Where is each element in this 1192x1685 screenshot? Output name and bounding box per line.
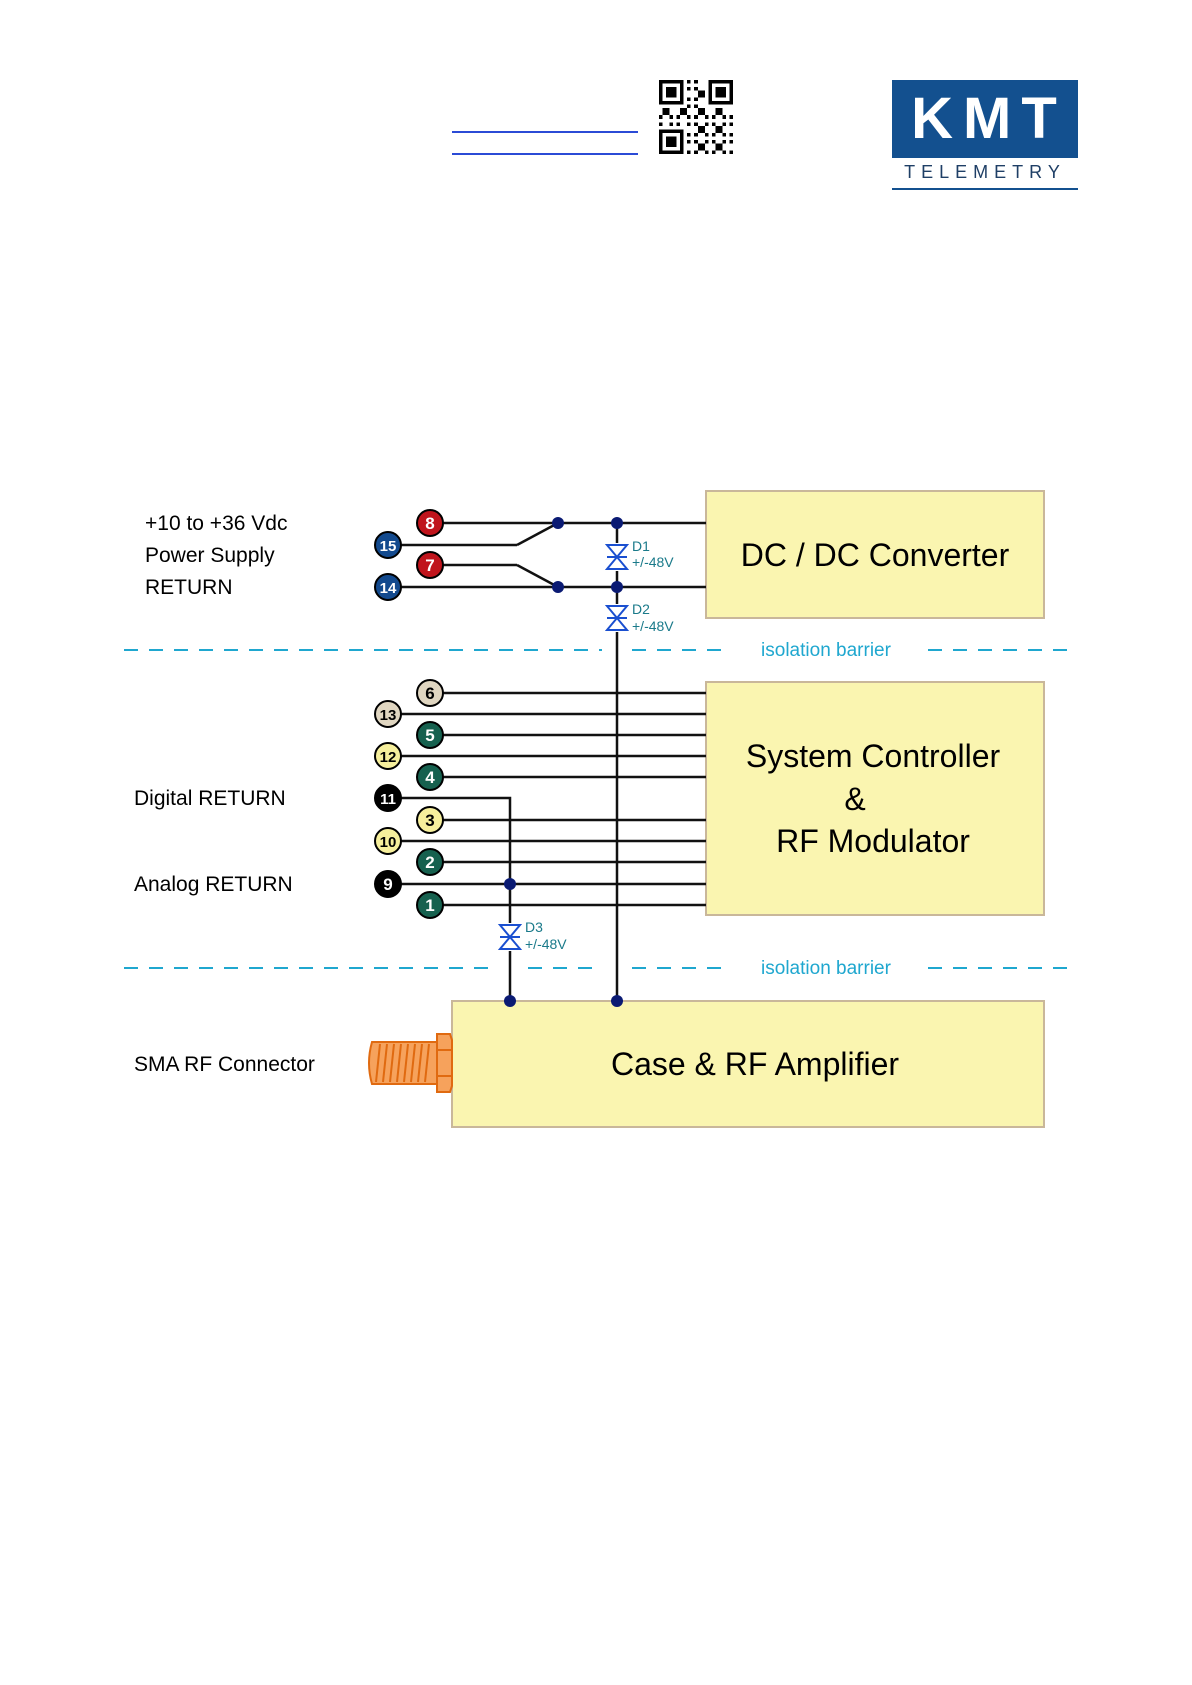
- pin-10: 10: [375, 828, 401, 854]
- diode-d3: D3 +/-48V: [498, 919, 567, 952]
- pin-14: 14: [375, 574, 401, 600]
- pin-8: 8: [417, 510, 443, 536]
- pin-number: 8: [425, 514, 434, 533]
- barrier-label-top: isolation barrier: [761, 640, 892, 661]
- pin-number: 15: [380, 538, 397, 555]
- d3-name: D3: [525, 919, 543, 935]
- pin-12: 12: [375, 743, 401, 769]
- supply-label-3: RETURN: [145, 576, 233, 599]
- pin-7: 7: [417, 552, 443, 578]
- d1-rating: +/-48V: [632, 554, 674, 570]
- supply-label-2: Power Supply: [145, 544, 275, 567]
- pin-9: 9: [375, 871, 401, 897]
- dcdc-label: DC / DC Converter: [741, 537, 1010, 573]
- power-wires: [388, 523, 706, 1001]
- d3-rating: +/-48V: [525, 936, 567, 952]
- supply-label-1: +10 to +36 Vdc: [145, 512, 287, 535]
- left-labels: +10 to +36 Vdc Power Supply RETURN Digit…: [134, 512, 315, 1076]
- pin-number: 11: [380, 791, 396, 808]
- sysctrl-block: [706, 682, 1044, 915]
- pin-number: 10: [380, 834, 397, 851]
- pin-number: 1: [425, 896, 434, 915]
- tvs-diode-icon: [498, 923, 522, 951]
- d1-name: D1: [632, 538, 650, 554]
- tvs-diode-icon: [605, 543, 629, 571]
- pin-4: 4: [417, 764, 443, 790]
- isolation-barrier-top: isolation barrier: [124, 640, 1070, 661]
- pin-3: 3: [417, 807, 443, 833]
- isolation-barrier-bottom: isolation barrier: [124, 958, 1070, 979]
- tvs-diode-icon: [605, 604, 629, 632]
- diode-d1: D1 +/-48V: [605, 538, 674, 571]
- sma-label: SMA RF Connector: [134, 1053, 315, 1076]
- sysctrl-label-2: &: [844, 781, 865, 817]
- pin-number: 9: [383, 875, 392, 894]
- sma-connector-icon: [369, 1034, 452, 1092]
- pin-13: 13: [375, 701, 401, 727]
- pin-number: 7: [425, 556, 434, 575]
- pin-number: 3: [425, 811, 434, 830]
- analog-return-label: Analog RETURN: [134, 873, 293, 896]
- pin-1: 1: [417, 892, 443, 918]
- pin-15: 15: [375, 532, 401, 558]
- sysctrl-label-1: System Controller: [746, 738, 1001, 774]
- barrier-label-bottom: isolation barrier: [761, 958, 892, 979]
- d2-name: D2: [632, 601, 650, 617]
- pin-number: 5: [425, 726, 434, 745]
- pin-number: 2: [425, 853, 434, 872]
- pin-6: 6: [417, 680, 443, 706]
- pin-5: 5: [417, 722, 443, 748]
- d2-rating: +/-48V: [632, 618, 674, 634]
- diode-d2: D2 +/-48V: [605, 601, 674, 634]
- case-label: Case & RF Amplifier: [611, 1046, 899, 1082]
- sysctrl-label-3: RF Modulator: [776, 823, 970, 859]
- pin-number: 13: [380, 707, 397, 724]
- digital-return-label: Digital RETURN: [134, 787, 286, 810]
- pin-number: 12: [380, 749, 397, 766]
- pin-11: 11: [375, 785, 401, 811]
- pin-number: 4: [425, 768, 435, 787]
- pin-number: 14: [380, 580, 397, 597]
- pin-number: 6: [425, 684, 434, 703]
- pin-2: 2: [417, 849, 443, 875]
